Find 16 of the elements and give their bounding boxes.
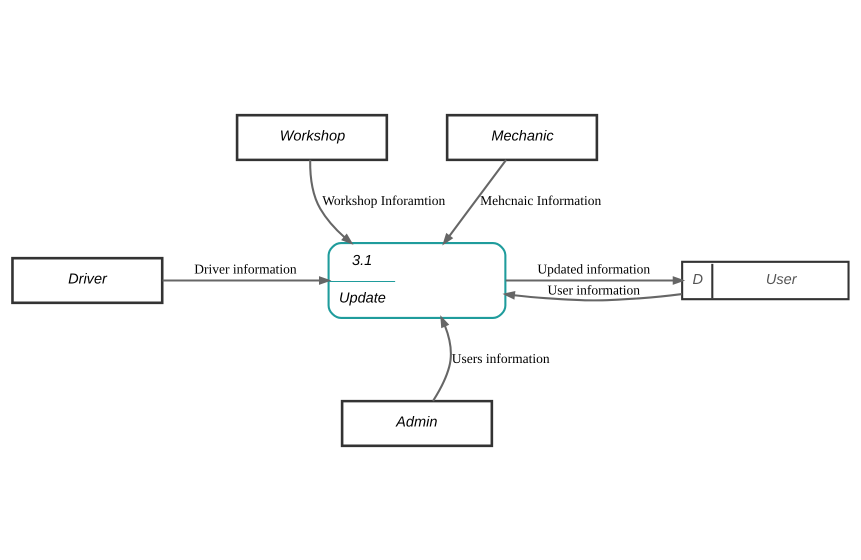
node-box: Driver [11, 256, 164, 304]
edge-label: Workshop Inforamtion [322, 192, 446, 208]
node-box: Admin [340, 399, 494, 447]
edge-label: Driver information [194, 261, 297, 276]
edge-label: Mehcnaic Information [480, 192, 602, 208]
edge-label: Updated information [537, 261, 650, 276]
arrow [502, 290, 682, 301]
arrow [309, 159, 354, 244]
edge-label: User information [547, 282, 640, 297]
arrow [506, 276, 686, 284]
arrow [162, 276, 332, 284]
node-box: Workshop [236, 113, 388, 161]
arrow [442, 158, 507, 246]
arrow [432, 314, 452, 401]
edge-label: Users information [452, 350, 550, 366]
node-box: Mechanic [446, 113, 598, 161]
